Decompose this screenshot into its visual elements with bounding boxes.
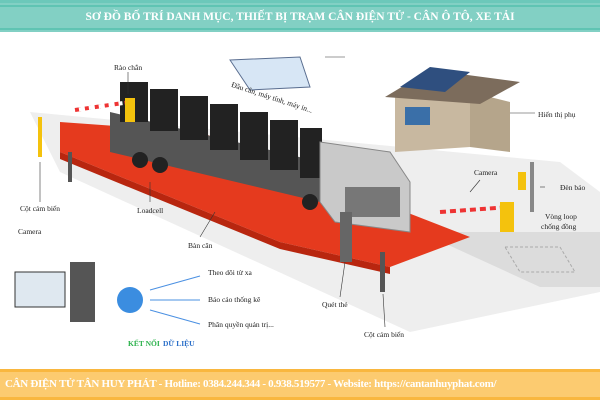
connect-item: Theo dõi từ xa	[208, 268, 252, 277]
page-title: SƠ ĐỒ BỐ TRÍ DANH MỤC, THIẾT BỊ TRẠM CÂN…	[85, 11, 515, 23]
connect-title-part2: DỮ LIỆU	[163, 339, 195, 348]
card-reader-pole	[340, 212, 352, 262]
footer-contact: CÂN ĐIỆN TỬ TÂN HUY PHÁT - Hotline: 0384…	[5, 378, 497, 390]
connect-arrows	[149, 275, 201, 325]
label-platform: Bàn cân	[188, 241, 213, 250]
barrier-arm-right	[439, 205, 511, 214]
connect-item: Báo cáo thống kê	[208, 295, 261, 304]
label-loop-1: Vòng loop	[545, 212, 577, 221]
label-camera-right: Camera	[474, 168, 498, 177]
label-loop-2: chống đồng	[541, 222, 577, 231]
sensor-pole-bottom	[380, 252, 385, 292]
computer-monitor	[14, 271, 66, 308]
label-camera-left: Camera	[18, 227, 42, 236]
label-loadcell: Loadcell	[137, 206, 164, 215]
connect-title-part1: KẾT NỐI	[128, 339, 160, 348]
globe-icon	[117, 287, 143, 313]
anti-fraud-loop	[504, 246, 576, 273]
signal-light	[518, 172, 526, 190]
label-barrier: Rào chắn	[114, 63, 143, 72]
label-sensor-bottom: Cột cảm biến	[364, 330, 404, 339]
office-room	[229, 56, 311, 91]
sensor-pole-left	[38, 117, 42, 157]
label-card-reader: Quét thẻ	[322, 300, 348, 309]
cargo-boxes	[120, 82, 322, 178]
title-banner: SƠ ĐỒ BỐ TRÍ DANH MỤC, THIẾT BỊ TRẠM CÂN…	[0, 0, 600, 32]
label-display: Hiển thị phụ	[538, 110, 576, 119]
label-signal-light: Đèn báo	[560, 183, 586, 192]
label-sensor-left: Cột cảm biến	[20, 204, 60, 213]
footer-banner: CÂN ĐIỆN TỬ TÂN HUY PHÁT - Hotline: 0384…	[0, 369, 600, 400]
server	[70, 262, 95, 322]
connect-item: Phân quyền quản trị...	[208, 320, 274, 329]
trailer	[110, 112, 320, 202]
approach-ramp	[420, 232, 600, 287]
solar-panel	[400, 67, 470, 92]
weighbridge-illustration	[14, 56, 600, 332]
